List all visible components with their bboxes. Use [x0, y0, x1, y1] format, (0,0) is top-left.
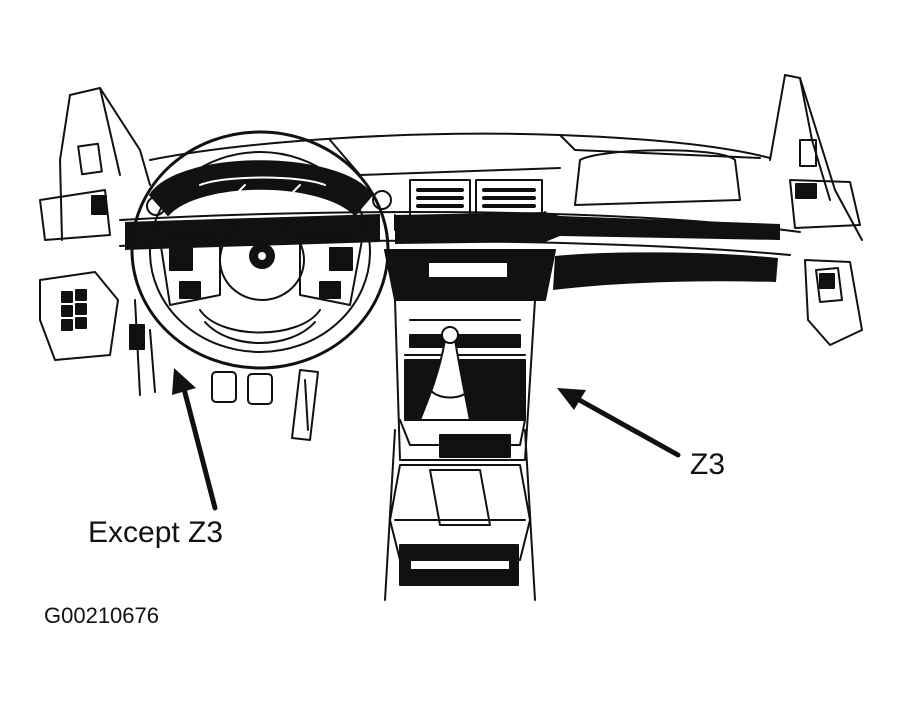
figure-code: G00210676: [44, 603, 159, 628]
left-door-panel: [39, 87, 156, 396]
arrow-except-z3: [172, 368, 218, 511]
callout-label-z3: Z3: [690, 448, 726, 481]
center-armrest: [389, 464, 531, 586]
center-air-vents: [409, 179, 543, 219]
callout-label-except-z3: Except Z3: [88, 516, 224, 549]
arrow-z3: [557, 388, 681, 458]
right-door-panel: [769, 74, 863, 346]
dashboard-trim: [125, 212, 780, 290]
steering-wheel: [130, 130, 392, 370]
center-console: [384, 249, 556, 601]
pedals: [211, 369, 319, 441]
